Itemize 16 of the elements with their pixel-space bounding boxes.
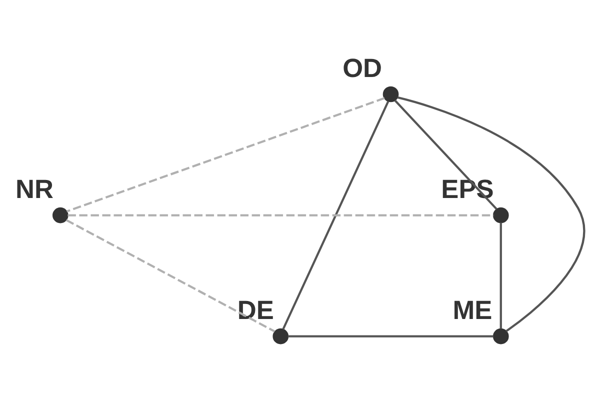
node-circle bbox=[492, 206, 509, 223]
node-label: NR bbox=[16, 174, 54, 204]
node-label: OD bbox=[342, 52, 382, 82]
node-circle bbox=[382, 86, 399, 102]
connector bbox=[394, 99, 498, 210]
connector bbox=[288, 334, 494, 337]
node-label: ME bbox=[452, 294, 492, 325]
connector bbox=[66, 218, 276, 332]
node-circle bbox=[272, 328, 289, 344]
connector bbox=[282, 100, 390, 330]
node-circle bbox=[52, 206, 68, 223]
connector bbox=[397, 96, 586, 332]
node-circle bbox=[492, 328, 509, 344]
connector bbox=[66, 96, 385, 212]
node-label: DE bbox=[237, 294, 274, 325]
connector bbox=[500, 222, 502, 328]
